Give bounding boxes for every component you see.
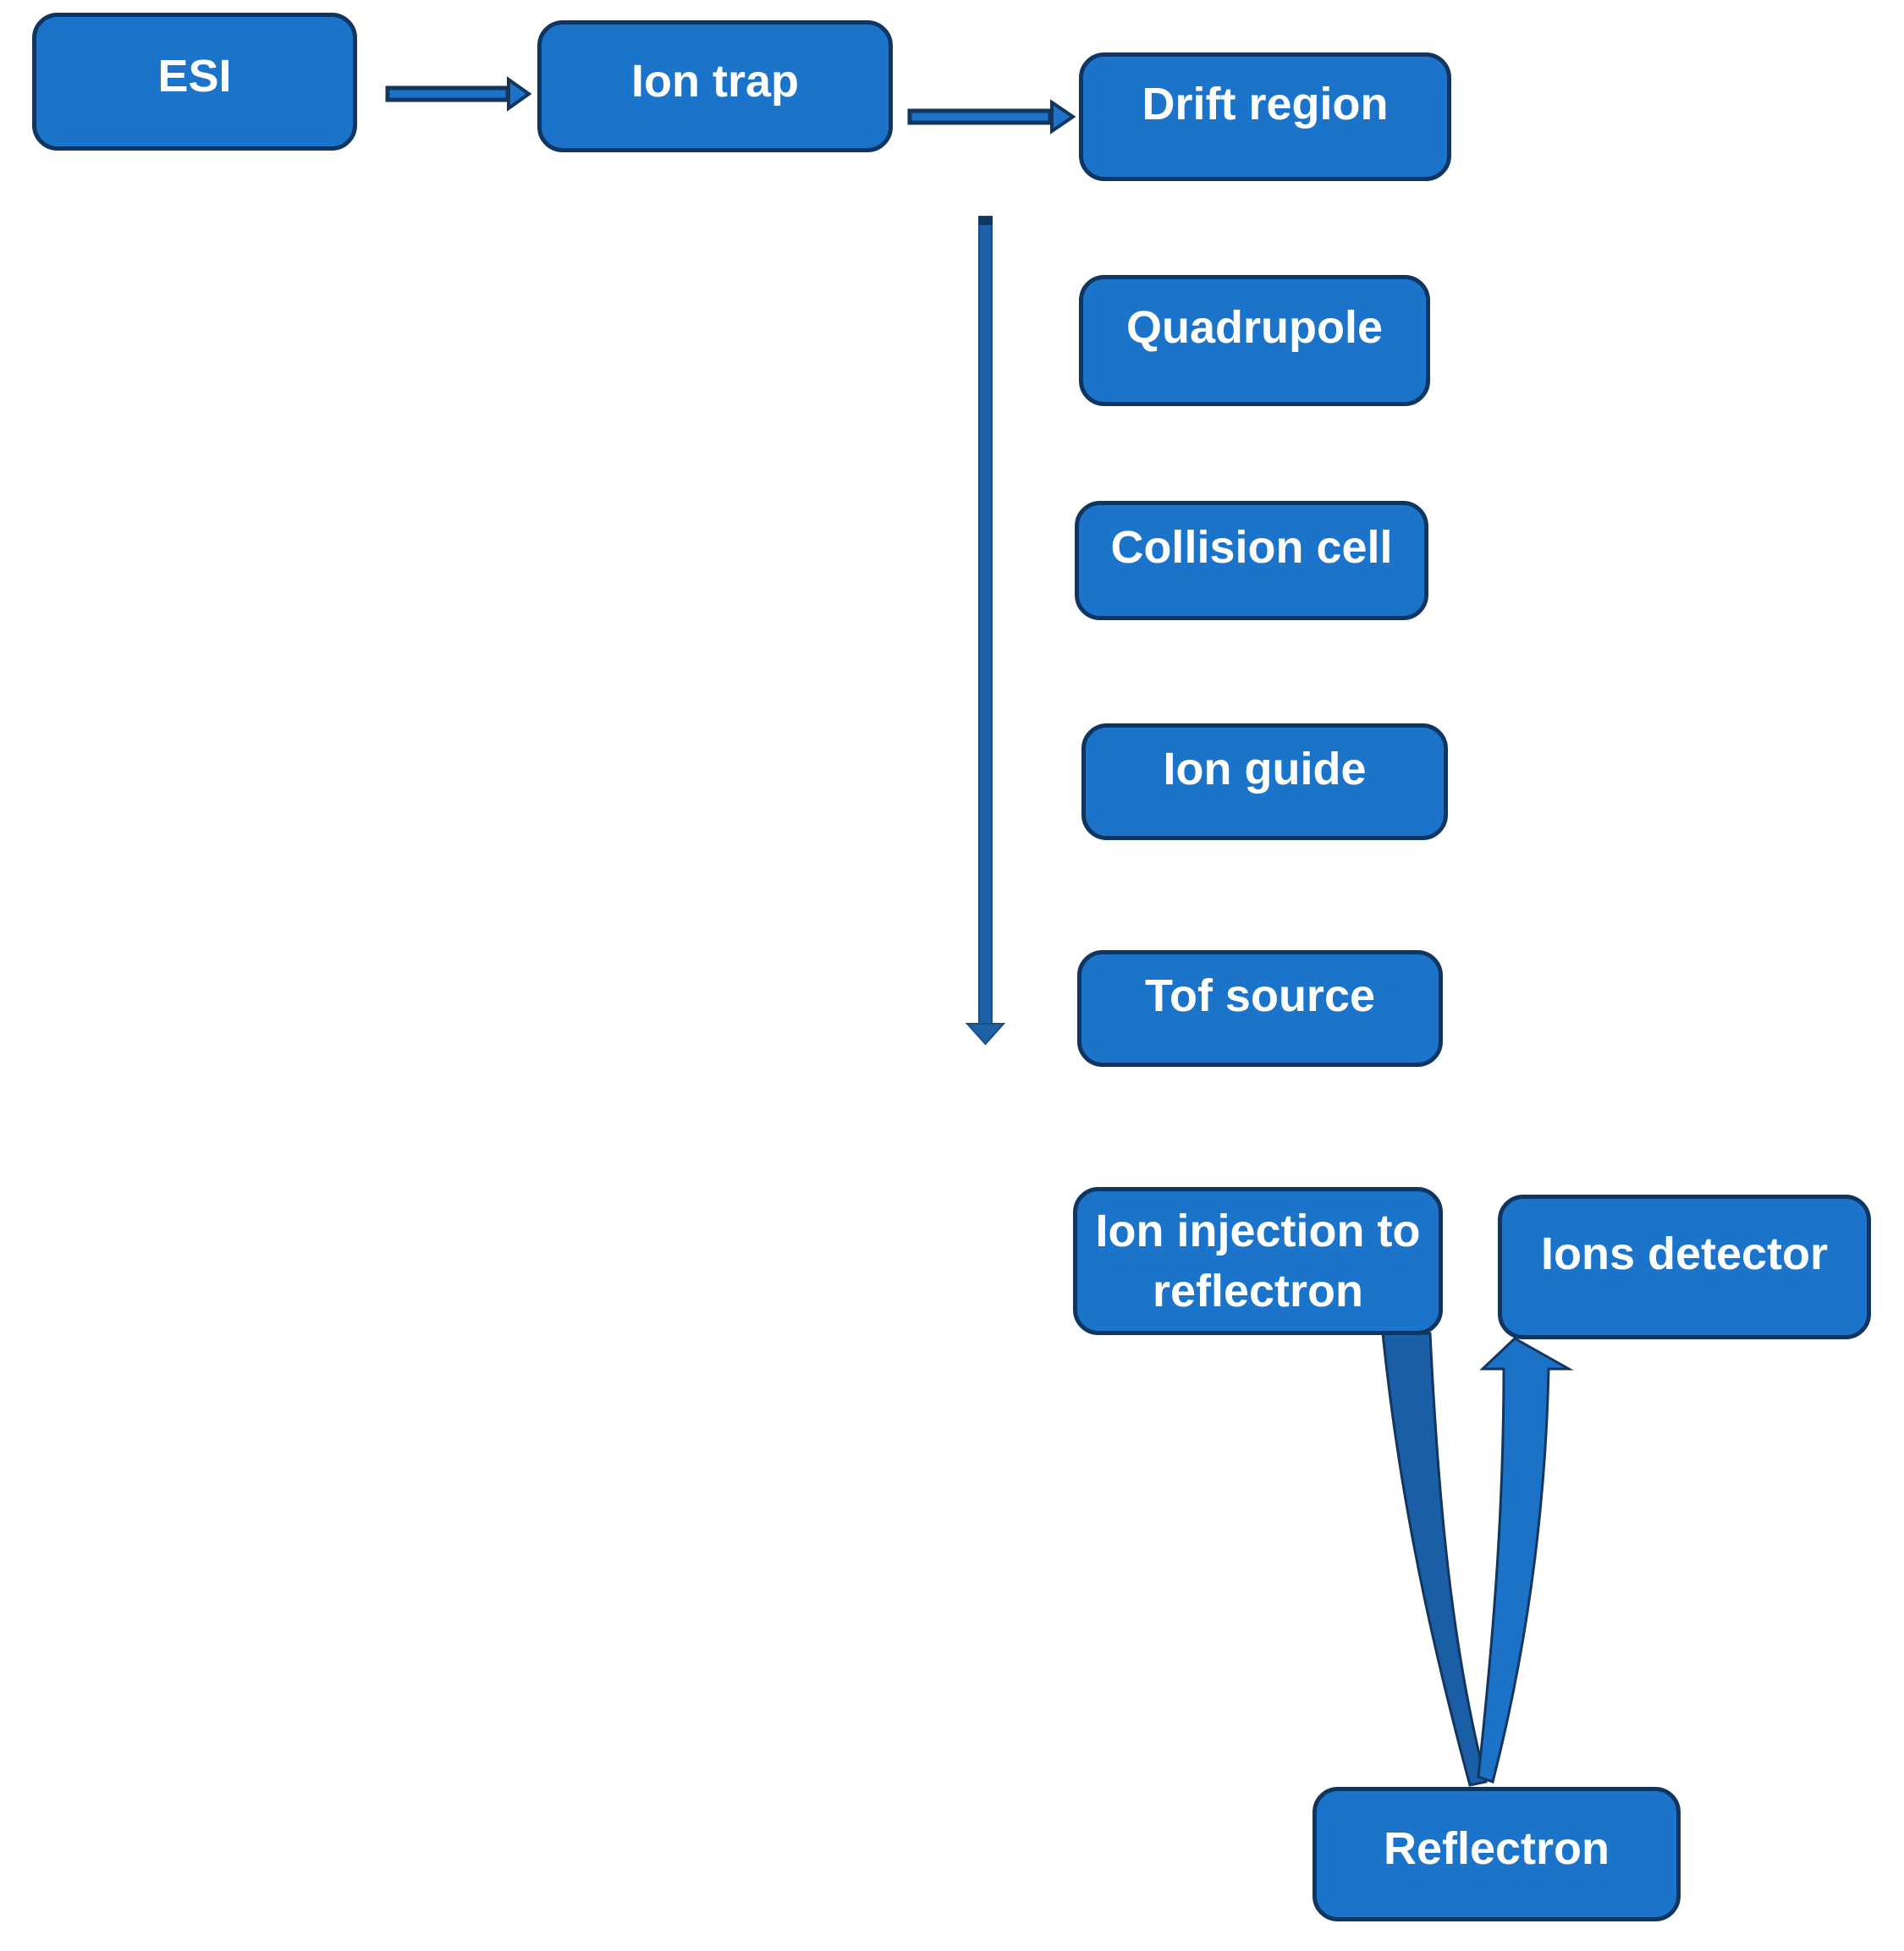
band-injection-to-reflectron [1381,1332,1488,1787]
node-reflectron: Reflectron [1312,1787,1681,1921]
node-ion-guide-label: Ion guide [1163,743,1367,794]
node-esi: ESI [32,13,357,151]
node-collision-cell: Collision cell [1075,501,1428,620]
node-drift-region-label: Drift region [1142,78,1389,129]
arrow-vertical-sequence [965,216,1006,1046]
node-esi-label: ESI [157,51,232,102]
node-quadrupole-label: Quadrupole [1125,302,1383,354]
node-quadrupole: Quadrupole [1079,275,1430,406]
arrow-ion-trap-to-drift-region [907,99,1076,135]
node-ions-detector-label: Ions detector [1540,1228,1829,1280]
band-reflectron-to-detector [1477,1337,1574,1783]
node-ion-trap-label: Ion trap [631,55,799,107]
node-tof-source-label: Tof source [1144,970,1376,1021]
node-ion-injection-label: Ion injection to reflectron [1095,1206,1421,1316]
arrow-esi-to-ion-trap [385,76,532,112]
node-ion-guide: Ion guide [1081,723,1448,840]
node-tof-source: Tof source [1077,950,1443,1067]
node-reflectron-label: Reflectron [1383,1823,1610,1875]
node-ion-injection-to-reflectron: Ion injection to reflectron [1073,1187,1443,1335]
node-ions-detector: Ions detector [1498,1195,1871,1339]
node-drift-region: Drift region [1079,52,1451,181]
node-collision-cell-label: Collision cell [1110,522,1393,574]
node-ion-trap: Ion trap [537,20,893,152]
